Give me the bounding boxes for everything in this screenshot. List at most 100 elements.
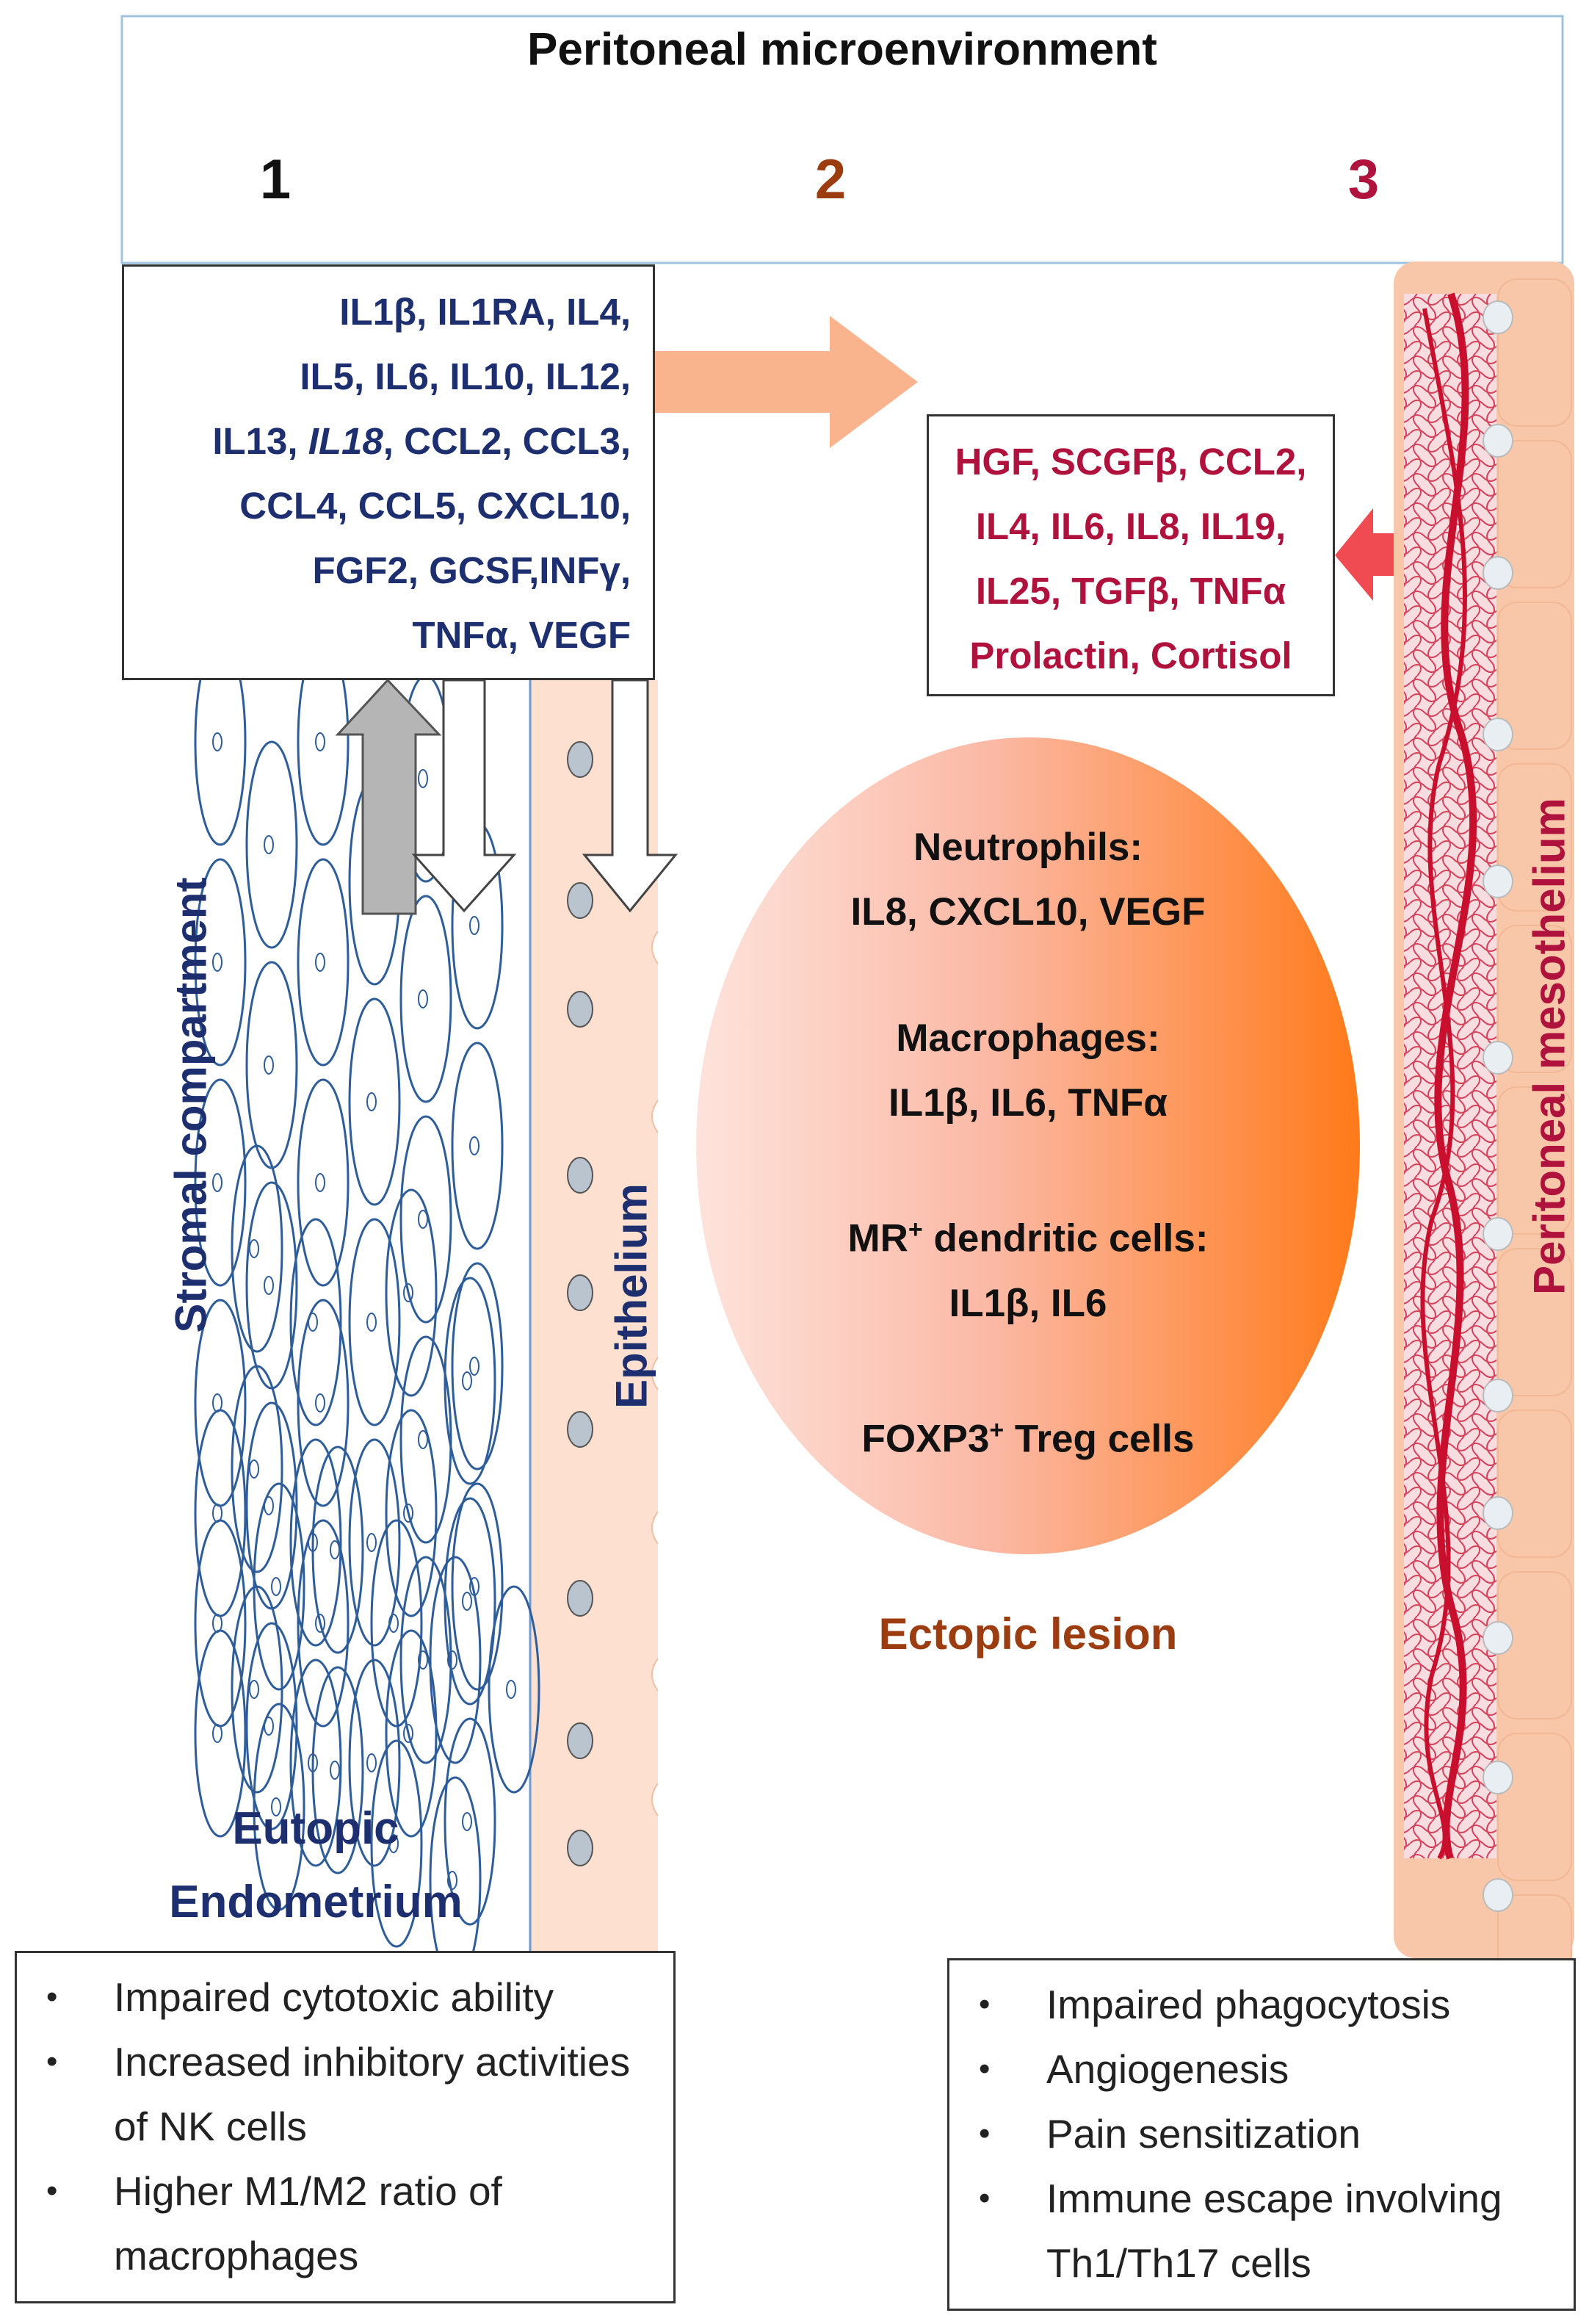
circle-3: 3: [1309, 107, 1419, 251]
lesion-group-dendritic-title-a: MR: [847, 1216, 908, 1260]
arrow-right-orange: [655, 316, 918, 448]
stromal-cell: [311, 1446, 364, 1654]
stromal-cell: [245, 740, 298, 949]
lesion-group-macrophages-items: IL1β, IL6, TNFα: [888, 1081, 1168, 1125]
eutopic-effect-1: •Impaired cytotoxic ability: [46, 1965, 659, 2029]
mesothelial-cell-nucleus: [1483, 1379, 1513, 1412]
mesothelium-factor-line-1: HGF, SCGFβ, CCL2,: [955, 441, 1307, 483]
stromal-cell-nucleus: [315, 953, 325, 972]
stromal-cell-nucleus: [212, 732, 222, 751]
peritoneal-effects-box: •Impaired phagocytosis •Angiogenesis •Pa…: [947, 1958, 1576, 2311]
stromal-cell-nucleus: [366, 1092, 377, 1111]
stromal-cell-nucleus: [469, 1357, 479, 1376]
arrow-up-grey: [335, 678, 442, 915]
stromal-cell: [297, 1299, 350, 1507]
epithelial-cell-nucleus: [567, 1830, 593, 1866]
stromal-cell-nucleus: [315, 1614, 325, 1633]
peritoneal-effect-4: •Immune escape involving Th1/Th17 cells: [979, 2166, 1559, 2295]
stromal-cell-nucleus: [418, 1210, 428, 1229]
stromal-cell: [297, 1078, 350, 1287]
eutopic-cytokine-box: IL1β, IL1RA, IL4, IL5, IL6, IL10, IL12, …: [122, 264, 655, 680]
mesothelium-factor-line-3: IL25, TGFβ, TNFα: [975, 570, 1286, 612]
eutopic-effect-1-text: Impaired cytotoxic ability: [114, 1974, 554, 2020]
mesothelial-cell-nucleus: [1483, 1041, 1513, 1075]
circle-1: 1: [220, 107, 330, 251]
bullet-dot: •: [979, 2051, 991, 2087]
lesion-group-treg-title-a: FOXP3: [861, 1417, 990, 1461]
stromal-cell-nucleus: [330, 1540, 340, 1559]
epithelial-cell-nucleus: [567, 882, 593, 919]
stromal-cell-nucleus: [366, 1533, 377, 1552]
epithelium-notch: [651, 1658, 659, 1692]
stromal-cell-nucleus: [506, 1680, 516, 1699]
stromal-cell: [399, 1556, 452, 1764]
bullet-dot: •: [979, 2115, 991, 2151]
stromal-cell: [348, 997, 401, 1206]
stromal-cell-nucleus: [462, 1592, 472, 1611]
mesothelium-factor-line-4: Prolactin, Cortisol: [969, 635, 1292, 676]
stromal-cell-nucleus: [469, 1136, 479, 1155]
stromal-cell: [231, 1144, 283, 1353]
eutopic-effects-box: •Impaired cytotoxic ability •Increased i…: [15, 1951, 676, 2303]
stromal-cell: [488, 1585, 540, 1794]
mesothelial-cell-nucleus: [1483, 718, 1513, 751]
banner-title: Peritoneal microenvironment: [527, 24, 1157, 75]
arrow-down-white: [411, 679, 517, 913]
stromal-cell-nucleus: [403, 1504, 413, 1523]
stromal-cell-nucleus: [418, 1430, 428, 1449]
stromal-cell-nucleus: [366, 1313, 377, 1332]
mesothelial-cell: [1497, 602, 1572, 750]
stromal-cell-nucleus: [469, 916, 479, 935]
stromal-cell: [253, 1703, 305, 1911]
stromal-cell-nucleus: [388, 1614, 399, 1633]
epithelial-cell-nucleus: [567, 1157, 593, 1194]
stromal-cell-nucleus: [388, 1834, 399, 1853]
bullet-dot: •: [979, 1986, 991, 2022]
eutopic-cytokine-line-4: CCL4, CCL5, CXCL10,: [239, 485, 631, 527]
stromal-cell-nucleus: [418, 769, 428, 788]
lesion-group-treg-title: FOXP3+ Treg cells: [734, 1398, 1322, 1472]
eutopic-cytokine-line-5: FGF2, GCSF,INFγ,: [312, 549, 631, 591]
mesothelial-cell-nucleus: [1483, 300, 1513, 334]
ectopic-lesion-ellipse: [696, 737, 1360, 1554]
mesothelium-factor-line-2: IL4, IL6, IL8, IL19,: [975, 505, 1286, 547]
eutopic-effect-2: •Increased inhibitory activities of NK c…: [46, 2029, 659, 2159]
stromal-cell: [399, 1115, 452, 1324]
circle-2-label: 2: [814, 148, 847, 211]
epithelial-cell-nucleus: [567, 1722, 593, 1759]
stromal-cell-nucleus: [462, 1812, 472, 1831]
mesothelial-cell: [1497, 1733, 1572, 1881]
stromal-cell-nucleus: [403, 1283, 413, 1302]
eutopic-effect-3-text: Higher M1/M2 ratio of macrophages: [114, 2168, 502, 2278]
lesion-group-dendritic-sup: +: [908, 1216, 923, 1244]
mesothelial-cell: [1497, 1086, 1572, 1235]
stromal-cell-nucleus: [271, 1577, 281, 1596]
lesion-group-treg-title-b: Treg cells: [1004, 1417, 1195, 1461]
stromal-cell: [399, 895, 452, 1103]
stromal-cell-nucleus: [212, 1173, 222, 1192]
circle-2: 2: [775, 107, 886, 251]
stromal-cells: [194, 638, 540, 1985]
eutopic-effect-3: •Higher M1/M2 ratio of macrophages: [46, 2159, 659, 2288]
stromal-cell: [348, 1659, 401, 1867]
eutopic-cytokine-line-3-a: IL13,: [212, 420, 308, 462]
stromal-cell-nucleus: [212, 1614, 222, 1633]
mesothelial-cell: [1497, 278, 1572, 427]
stromal-cell-nucleus: [249, 1239, 259, 1258]
stromal-cell: [385, 1409, 438, 1617]
stromal-cell: [194, 1629, 247, 1838]
stromal-cell-nucleus: [330, 1761, 340, 1780]
circle-1-label: 1: [259, 148, 292, 211]
bullet-dot: •: [46, 2043, 58, 2079]
stromal-cell-nucleus: [249, 1680, 259, 1699]
stromal-cell-nucleus: [264, 1276, 274, 1295]
bullet-dot: •: [979, 2180, 991, 2216]
eutopic-label-line-2: Endometrium: [169, 1877, 463, 1927]
ectopic-lesion-label: Ectopic lesion: [878, 1609, 1178, 1659]
mesothelial-cell-nucleus: [1483, 865, 1513, 898]
banner-background: [120, 15, 1564, 264]
lesion-group-macrophages-title: Macrophages:: [896, 1017, 1160, 1060]
epithelium-label: Epithelium: [607, 1183, 656, 1409]
mesothelial-cell: [1497, 1410, 1572, 1558]
